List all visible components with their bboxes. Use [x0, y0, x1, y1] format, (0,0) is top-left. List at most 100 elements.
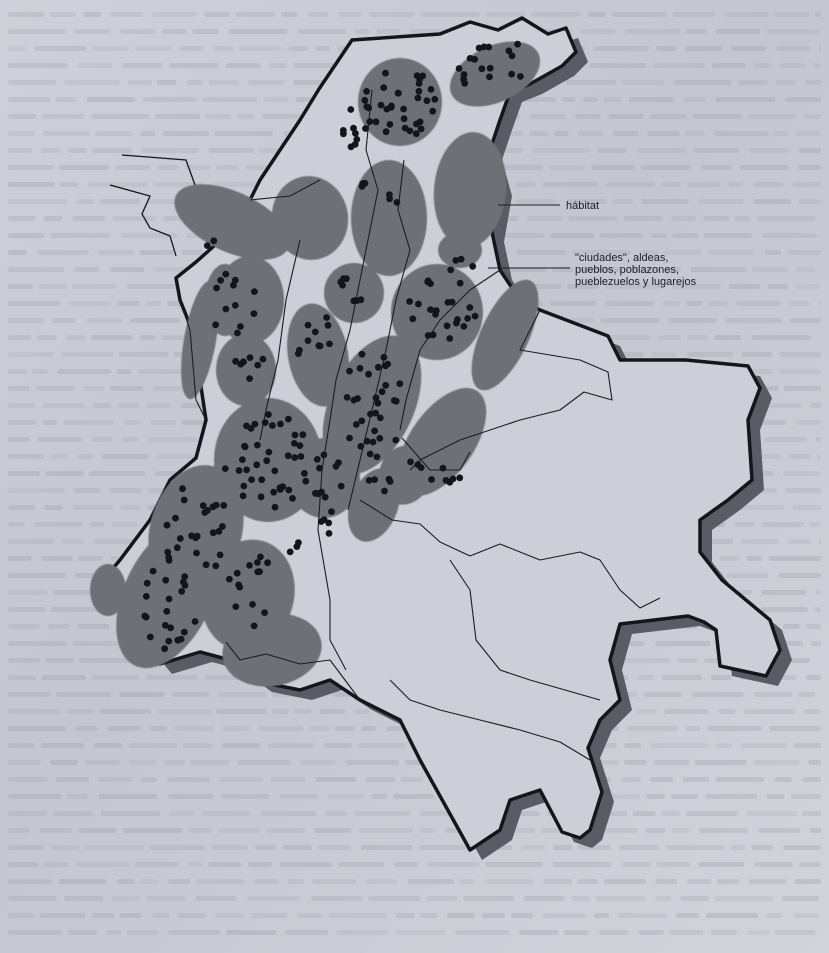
- settlement-dot: [146, 633, 154, 641]
- settlement-dot: [469, 262, 477, 270]
- settlement-dot: [373, 453, 381, 461]
- settlement-dot: [325, 530, 333, 537]
- settlement-dot: [423, 97, 431, 105]
- settlement-dot: [371, 427, 378, 435]
- settlement-dot: [226, 575, 233, 583]
- settlement-dot: [265, 411, 272, 418]
- settlement-dot: [249, 601, 256, 608]
- settlement-dot: [508, 52, 516, 60]
- settlement-dot: [213, 284, 221, 292]
- settlement-dot: [415, 300, 422, 308]
- settlement-dot: [432, 311, 439, 318]
- settlement-dot: [328, 508, 335, 515]
- settlement-dot: [301, 470, 308, 477]
- settlement-dot: [324, 321, 332, 329]
- settlement-dot: [231, 302, 239, 309]
- settlement-dot: [178, 588, 186, 595]
- settlement-dot: [413, 72, 421, 79]
- settlement-dot: [193, 549, 200, 557]
- settlement-dot: [271, 467, 279, 475]
- settlement-dot: [340, 130, 347, 138]
- settlement-dot: [259, 355, 267, 363]
- settlement-dot: [369, 438, 377, 446]
- settlement-dot: [366, 450, 374, 458]
- settlement-dot: [204, 507, 211, 514]
- habitat-zone: [222, 613, 322, 687]
- settlement-dot: [161, 645, 169, 653]
- settlement-dot: [311, 328, 319, 336]
- settlement-dot: [215, 528, 223, 535]
- settlement-dot: [222, 305, 230, 313]
- settlement-dot: [149, 567, 157, 575]
- settlement-dot: [261, 609, 268, 616]
- settlement-dot: [417, 464, 425, 471]
- settlement-dot: [485, 43, 493, 51]
- settlement-dot: [179, 485, 186, 493]
- settlement-dot: [452, 257, 460, 264]
- settlement-dot: [162, 576, 170, 584]
- habitat-zone: [324, 263, 384, 323]
- settlement-dot: [353, 136, 361, 143]
- settlement-dot: [265, 448, 273, 456]
- habitat-label: hábitat: [566, 200, 600, 212]
- habitat-zone: [116, 521, 220, 669]
- settlement-dot: [271, 503, 279, 511]
- settlement-dot: [240, 482, 248, 490]
- settlement-dot: [386, 478, 394, 485]
- settlement-dot: [453, 319, 460, 327]
- settlement-dot: [431, 95, 439, 103]
- settlement-dot: [188, 532, 196, 540]
- settlement-dot: [362, 125, 369, 132]
- settlement-dot: [236, 583, 244, 591]
- settlement-dot: [163, 521, 171, 529]
- settlement-dot: [415, 80, 423, 87]
- settlement-dot: [323, 314, 330, 321]
- settlement-dot: [164, 548, 172, 556]
- settlement-dot: [221, 465, 229, 472]
- settlement-dot: [416, 118, 424, 126]
- settlement-dot: [142, 613, 150, 621]
- settlement-dot: [176, 535, 184, 542]
- settlement-dot: [444, 299, 452, 306]
- settlement-dot: [320, 451, 328, 459]
- settlement-dot: [165, 637, 173, 645]
- settlement-dot: [478, 65, 486, 73]
- settlement-dot: [347, 143, 355, 151]
- settlement-dot: [239, 456, 246, 463]
- settlement-dot: [290, 440, 298, 447]
- settlement-dot: [172, 514, 179, 522]
- settlement-dot: [246, 375, 254, 382]
- settlement-dot: [395, 89, 402, 97]
- settlement-dot: [350, 297, 358, 305]
- settlement-dot: [216, 551, 224, 559]
- settlement-dot: [367, 410, 374, 418]
- settlement-dot: [417, 125, 425, 133]
- settlement-dot: [461, 79, 469, 87]
- settlement-dot: [342, 275, 350, 283]
- settlement-dot: [293, 543, 301, 550]
- settlement-dot: [439, 464, 447, 472]
- settlement-dot: [248, 476, 256, 483]
- rivers-and-divisions: [179, 89, 661, 761]
- settlement-dot: [365, 370, 372, 378]
- settlement-dot: [358, 182, 366, 190]
- settlement-dot: [456, 474, 464, 482]
- settlement-dot: [231, 276, 239, 284]
- settlement-dot: [203, 242, 211, 250]
- settlement-dot: [457, 255, 465, 263]
- habitat-zone: [438, 232, 482, 268]
- settlement-dot: [358, 350, 366, 358]
- settlement-dot: [217, 277, 225, 284]
- settlement-dot: [486, 64, 494, 72]
- settlement-dot: [220, 502, 228, 509]
- settlement-dot: [382, 69, 389, 77]
- settlement-dot: [232, 357, 240, 365]
- settlement-dot: [181, 573, 189, 581]
- settlement-dot: [443, 322, 451, 330]
- habitat-zone: [271, 176, 349, 260]
- settlement-dot: [374, 399, 382, 407]
- settlement-dot: [376, 434, 384, 442]
- settlement-dot: [251, 288, 258, 295]
- settlement-dot: [412, 130, 420, 138]
- settlement-dot: [427, 86, 435, 93]
